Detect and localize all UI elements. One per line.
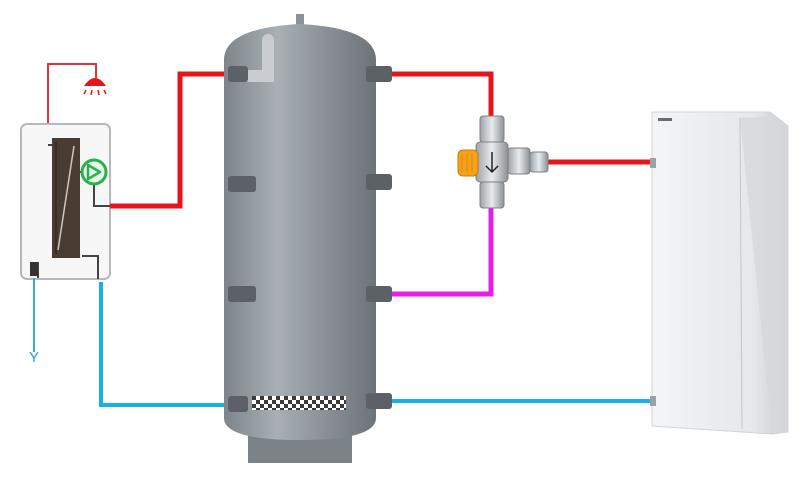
tank-right-connections [366,66,392,409]
water-inlet-icon [29,351,39,362]
domestic-hot-water-line [47,63,97,145]
plate-heat-exchanger-icon [52,138,80,258]
shower-head-icon [83,78,107,96]
valve-handle-icon [457,149,479,177]
cold-pipe-station-to-tank [99,282,233,407]
coil-icon [252,396,346,410]
hot-pipe-tank-to-valve [390,71,494,128]
storage-tank-icon [224,14,392,463]
tank-left-connections [228,66,256,412]
heat-pump-unit-icon [650,111,789,435]
fresh-water-station [20,63,111,362]
mixed-pipe-tank-to-valve [390,206,494,297]
mixing-valve-icon [457,115,549,209]
pump-icon [80,158,108,186]
hot-pipe-tank-to-station [110,71,233,209]
